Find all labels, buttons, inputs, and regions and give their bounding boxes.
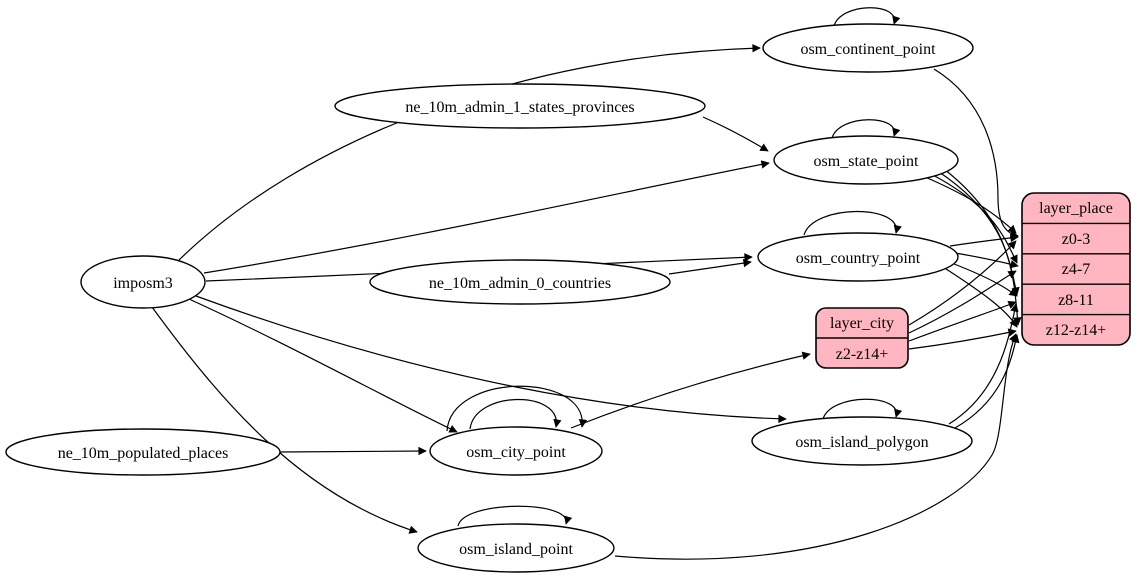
node-osm_island_polygon: osm_island_polygon: [751, 416, 973, 466]
osm_island_point-shape: [417, 523, 615, 573]
edge-layer: [151, 7, 1022, 560]
osm_continent_point-shape: [762, 23, 974, 73]
edge-osm_continent_point-layer_place-z0-3: [933, 68, 1019, 239]
node-ne_10m_admin_1_states_provinces: ne_10m_admin_1_states_provinces: [334, 83, 706, 129]
edge-osm_state_point-layer_place-z8-11: [935, 169, 1020, 296]
osm_state_point-shape: [773, 135, 959, 185]
layer_place-row-z12-z14: z12-z14+: [1046, 322, 1107, 339]
edge-ne_10m_admin_1_states_provinces-osm_state_point: [702, 116, 769, 152]
edge-imposm3-osm_island_polygon: [195, 295, 787, 423]
ne_10m_populated_places-shape: [5, 428, 281, 476]
edge-layer_city-layer_place-z12-z14: [908, 328, 1017, 350]
edge-imposm3-osm_island_point: [151, 306, 418, 534]
node-osm_continent_point: osm_continent_point: [762, 23, 974, 73]
layer_place-title: layer_place: [1039, 200, 1113, 217]
imposm3-label: imposm3: [113, 275, 173, 292]
edge-ne_10m_admin_0_countries-osm_country_point: [668, 258, 752, 275]
node-ne_10m_populated_places: ne_10m_populated_places: [5, 428, 281, 476]
osm_island_point-label: osm_island_point: [459, 541, 573, 558]
edge-imposm3-osm_continent_point: [175, 44, 761, 264]
osm_island_polygon-label: osm_island_polygon: [795, 434, 928, 451]
selfloop-osm_city_point-inner: [469, 399, 562, 430]
layer_city-title: layer_city: [830, 315, 894, 332]
edge-osm_country_point-layer_place-z0-3: [949, 233, 1019, 247]
layer_city-row-z2-z14: z2-z14+: [836, 346, 889, 363]
edge-osm_country_point-layer_place-z4-7: [954, 252, 1019, 269]
node-ne_10m_admin_0_countries: ne_10m_admin_0_countries: [369, 259, 671, 305]
osm_continent_point-label: osm_continent_point: [800, 41, 936, 58]
edge-osm_state_point-layer_place-z4-7: [930, 173, 1018, 264]
selfloop-osm_island_polygon: [822, 398, 903, 420]
selfloop-osm_island_point: [457, 505, 573, 527]
osm_country_point-shape: [757, 232, 959, 282]
edge-layer_city-layer_place-z4-7: [908, 270, 1017, 334]
edge-osm_country_point-layer_place-z8-11: [948, 261, 1018, 297]
selfloop-osm_state_point: [831, 119, 901, 139]
layer_place-box: [1021, 192, 1131, 346]
ne_10m_populated_places-label: ne_10m_populated_places: [58, 445, 229, 462]
edge-imposm3-osm_city_point: [188, 298, 458, 433]
imposm3-shape: [80, 255, 206, 309]
node-imposm3: imposm3: [80, 255, 206, 309]
osm_country_point-label: osm_country_point: [796, 250, 921, 267]
edge-ne_10m_populated_places-osm_city_point: [279, 446, 427, 456]
ne_10m_admin_0_countries-shape: [369, 259, 671, 305]
ne_10m_admin_0_countries-label: ne_10m_admin_0_countries: [429, 275, 611, 292]
osm_city_point-shape: [429, 426, 603, 476]
node-osm_island_point: osm_island_point: [417, 523, 615, 573]
edge-osm_city_point-layer_city-z2-z14: [570, 351, 811, 429]
layer_place-row-z8-11: z8-11: [1058, 292, 1094, 309]
ne_10m_admin_1_states_provinces-label: ne_10m_admin_1_states_provinces: [405, 99, 634, 116]
node-osm_city_point: osm_city_point: [429, 426, 603, 476]
layer_place-row-z0-3: z0-3: [1062, 231, 1090, 248]
selfloop-osm_continent_point: [833, 7, 901, 27]
edge-layer_city-layer_place-z8-11: [908, 300, 1017, 342]
edge-layer_city-layer_place-z0-3: [908, 240, 1017, 326]
edge-osm_country_point-layer_place-z12-z14: [942, 266, 1018, 328]
layer_place-row-z4-7: z4-7: [1062, 261, 1090, 278]
selfloop-osm_country_point: [803, 210, 902, 236]
node-osm_country_point: osm_country_point: [757, 232, 959, 282]
edge-osm_island_point-layer_place-z12-z14: [614, 333, 1017, 560]
node-osm_state_point: osm_state_point: [773, 135, 959, 185]
ne_10m_admin_1_states_provinces-shape: [334, 83, 706, 129]
osm_city_point-label: osm_city_point: [466, 444, 566, 461]
record-layer_city: layer_city z2-z14+: [815, 307, 909, 369]
osm_state_point-label: osm_state_point: [814, 153, 919, 170]
edge-osm_island_polygon-layer_place-z12-z14: [954, 334, 1020, 429]
edge-osm_island_polygon-layer_place-z8-11: [948, 303, 1019, 425]
edge-imposm3-osm_state_point: [203, 160, 770, 274]
record-layer_place: layer_place z0-3 z4-7 z8-11 z12-z14+: [1021, 192, 1131, 346]
osm_island_polygon-shape: [751, 416, 973, 466]
selfloop-osm_city_point-outer: [446, 385, 588, 432]
